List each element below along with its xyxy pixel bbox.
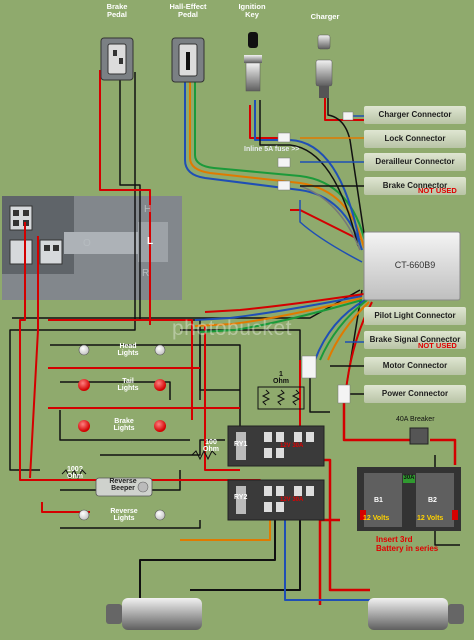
head-lights-label: Head Lights: [117, 343, 139, 357]
ry2-rating: 12V 30A: [280, 497, 304, 503]
harness-plugs: [277, 111, 354, 404]
brake-pedal: [100, 37, 134, 81]
hundred-ohm-label: 100 Ohm: [203, 439, 219, 453]
ry1-rating: 12V 30A: [280, 443, 304, 449]
brake-connector-not-used: NOT USED: [418, 186, 457, 195]
derailleur-connector-label: Derailleur Connector: [364, 153, 466, 171]
shifter-letter-h: H: [144, 204, 152, 215]
shifter-letter-o: O: [83, 238, 91, 249]
reverse-lights-label: Reverse Lights: [110, 508, 138, 522]
ignition-key: [244, 32, 262, 92]
hall-effect-pedal-label: Hall-Effect Pedal: [169, 2, 207, 20]
motor-connector-label: Motor Connector: [364, 357, 466, 375]
inline-fuse-label: Inline 5A fuse >>: [244, 146, 300, 153]
breaker-label: 40A Breaker: [396, 416, 435, 423]
reverse-beeper: [95, 477, 153, 497]
reverse-light-bulbs: [78, 509, 166, 521]
charger-connector-label: Charger Connector: [364, 106, 466, 124]
shifter-switch: [2, 196, 182, 300]
battery-b1-voltage: 12 Volts: [363, 515, 390, 522]
ry1-label: RY1: [234, 441, 248, 448]
motor-left: [106, 598, 202, 630]
relay-ry1: [227, 425, 325, 467]
battery-pack: [357, 467, 461, 531]
hundred-ohm-beeper-label: 100? Ohm: [67, 466, 83, 480]
breaker-40a: [409, 427, 429, 445]
resistor-100-ohm: [191, 449, 217, 461]
battery-fuse-label: 30A: [403, 475, 415, 481]
lock-connector-label: Lock Connector: [364, 130, 466, 148]
pilot-light-connector-label: Pilot Light Connector: [364, 307, 466, 325]
resistor-1-ohm: [257, 386, 305, 410]
power-connector-label: Power Connector: [364, 385, 466, 403]
battery-b1-label: B1: [374, 497, 383, 504]
brake-light-bulbs: [78, 420, 166, 432]
controller-label: CT-660B9: [394, 260, 436, 270]
shifter-letter-l: L: [147, 236, 154, 247]
brake-signal-connector-label: Brake Signal Connector: [364, 331, 466, 349]
brake-pedal-label: Brake Pedal: [106, 2, 128, 20]
resistor-100-ohm-beeper: [61, 468, 87, 480]
motor-right: [368, 598, 464, 630]
ry2-label: RY2: [234, 494, 248, 501]
ignition-key-label: Ignition Key: [238, 2, 266, 20]
head-light-bulbs: [78, 344, 166, 356]
brake-connector-label: Brake Connector: [364, 177, 466, 195]
photobucket-watermark: photobucket: [172, 317, 292, 340]
tail-lights-label: Tail Lights: [117, 378, 139, 392]
charger: [315, 34, 333, 98]
controller-ct660b9: [363, 231, 461, 301]
tail-light-bulbs: [78, 379, 166, 391]
battery-fuse: [403, 475, 415, 483]
one-ohm-label: 1 Ohm: [273, 371, 289, 385]
relay-ry2: [227, 479, 325, 521]
battery-b2-label: B2: [428, 497, 437, 504]
brake-signal-not-used: NOT USED: [418, 341, 457, 350]
reverse-beeper-label: Reverse Beeper: [109, 478, 137, 492]
battery-b2-voltage: 12 Volts: [417, 515, 444, 522]
shifter-letter-r: R: [142, 268, 150, 279]
hall-effect-pedal: [171, 37, 205, 83]
charger-label: Charger: [310, 12, 340, 21]
brake-lights-label: Brake Lights: [113, 418, 135, 432]
third-battery-note: Insert 3rd Battery in series: [376, 535, 439, 553]
